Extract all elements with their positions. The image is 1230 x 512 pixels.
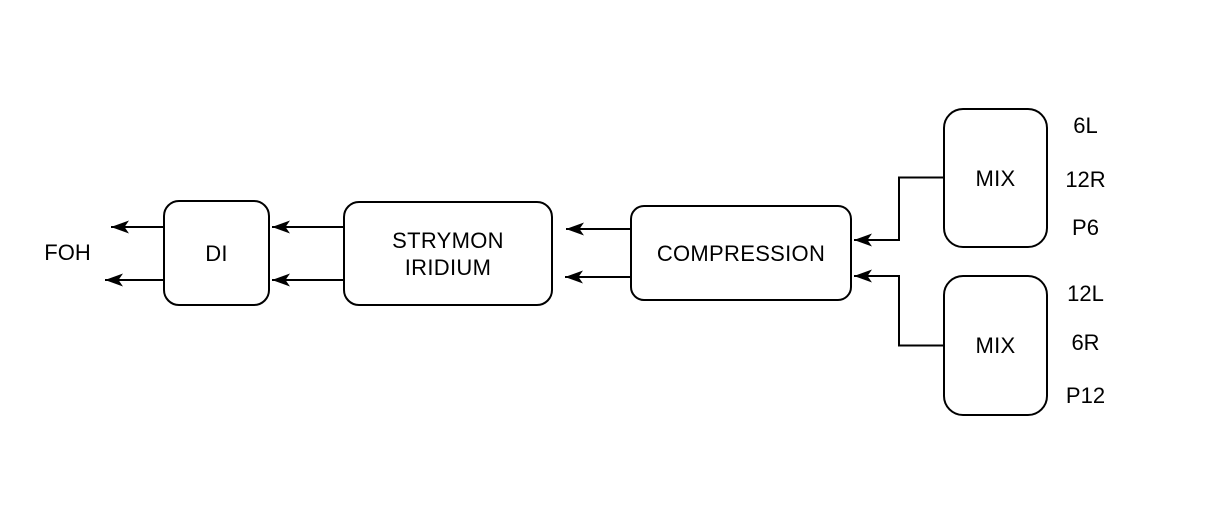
port-label-6l: 6L xyxy=(1073,113,1098,138)
node-strymon-iridium: STRYMON IRIDIUM xyxy=(343,201,553,306)
node-di-label: DI xyxy=(205,240,228,266)
node-di: DI xyxy=(163,200,270,306)
port-label-p12: P12 xyxy=(1065,383,1106,408)
port-label-12l: 12L xyxy=(1067,281,1104,306)
node-mix-top-label: MIX xyxy=(975,165,1016,191)
connector-mixbottom-to-compression xyxy=(854,269,943,347)
port-label-p6: P6 xyxy=(1072,215,1099,240)
port-label-6r: 6R xyxy=(1071,330,1100,355)
connector-mixtop-to-compression xyxy=(854,176,943,247)
node-compression: COMPRESSION xyxy=(630,205,852,301)
node-strymon-iridium-label: STRYMON IRIDIUM xyxy=(392,227,504,280)
node-mix-bottom-label: MIX xyxy=(975,333,1016,358)
node-compression-label: COMPRESSION xyxy=(656,240,826,266)
node-mix-top: MIX xyxy=(943,108,1048,248)
node-mix-bottom: MIX xyxy=(943,275,1048,416)
port-label-12r: 12R xyxy=(1065,167,1106,192)
foh-label: FOH xyxy=(44,240,91,265)
